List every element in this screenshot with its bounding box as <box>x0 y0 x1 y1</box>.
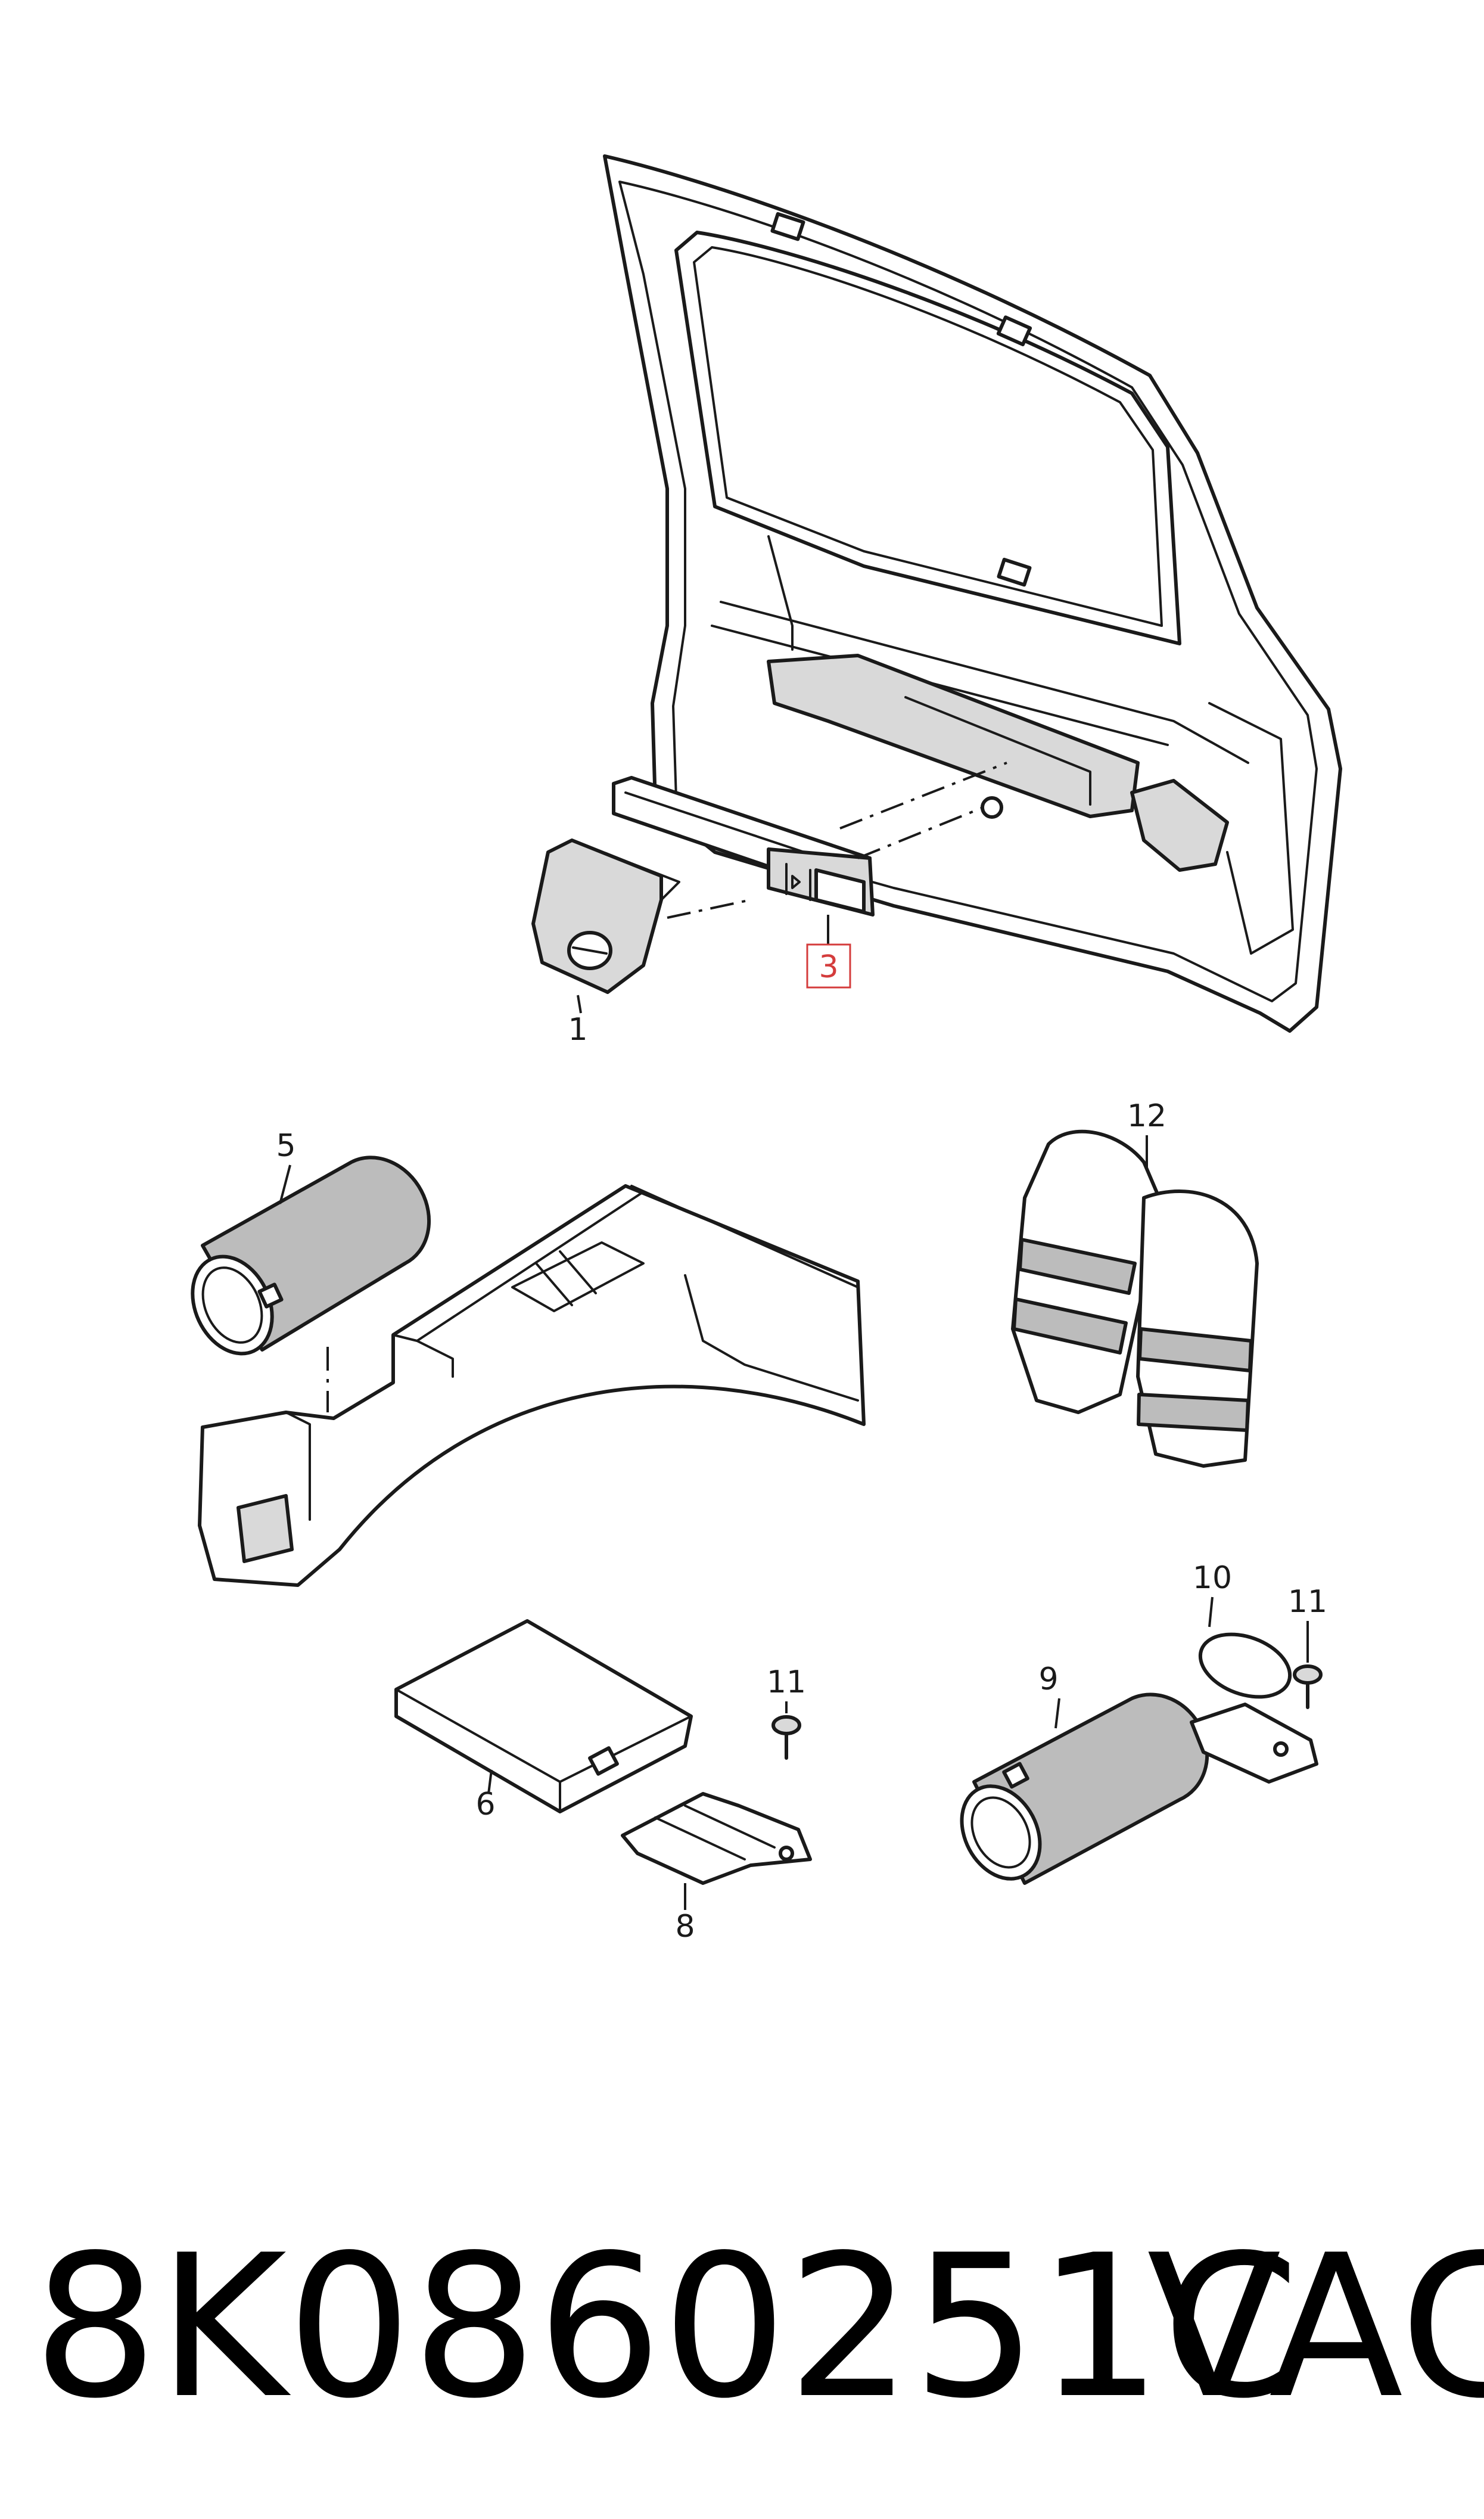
cylinder-part-5 <box>191 1156 431 1356</box>
top-group-leader-lines <box>577 762 1007 1014</box>
bracket-part-8 <box>621 1792 812 1910</box>
warning-vest-part-12 <box>1011 1129 1259 1468</box>
handle-strip-part-3 <box>612 776 875 917</box>
callout-6: 6 <box>475 1787 495 1822</box>
callout-12: 12 <box>1127 1098 1166 1134</box>
footer-caption: 8K0860251C VAG <box>33 2213 1484 2479</box>
part-number: 8K0860251C <box>33 2213 1300 2442</box>
screw-part-11-right <box>1293 1621 1323 1709</box>
strap-part-10 <box>1190 1596 1318 1784</box>
callout-11-left: 11 <box>767 1664 806 1700</box>
callout-9: 9 <box>1038 1661 1058 1697</box>
tailgate-trim-panel <box>603 154 1342 1033</box>
brand-name: VAG <box>1147 2213 1484 2442</box>
callout-11-right: 11 <box>1288 1584 1327 1620</box>
callout-labels: 1 3 5 12 10 11 11 9 6 8 <box>276 943 1327 1945</box>
callout-5: 5 <box>276 1128 295 1164</box>
parts-diagram: 1 3 5 12 10 11 11 9 6 8 <box>191 154 1342 1945</box>
callout-3-highlight-box <box>806 943 851 989</box>
callout-10: 10 <box>1193 1560 1232 1596</box>
cylinder-part-9 <box>960 1692 1209 1885</box>
cover-cap-part-1 <box>531 838 680 994</box>
callout-3: 3 <box>819 949 838 985</box>
callout-1: 1 <box>568 1012 587 1048</box>
storage-tray-part-7 <box>198 1184 866 1587</box>
callout-8: 8 <box>675 1909 695 1945</box>
screw-part-11-left <box>771 1701 801 1760</box>
first-aid-box-part-6 <box>394 1619 693 1813</box>
